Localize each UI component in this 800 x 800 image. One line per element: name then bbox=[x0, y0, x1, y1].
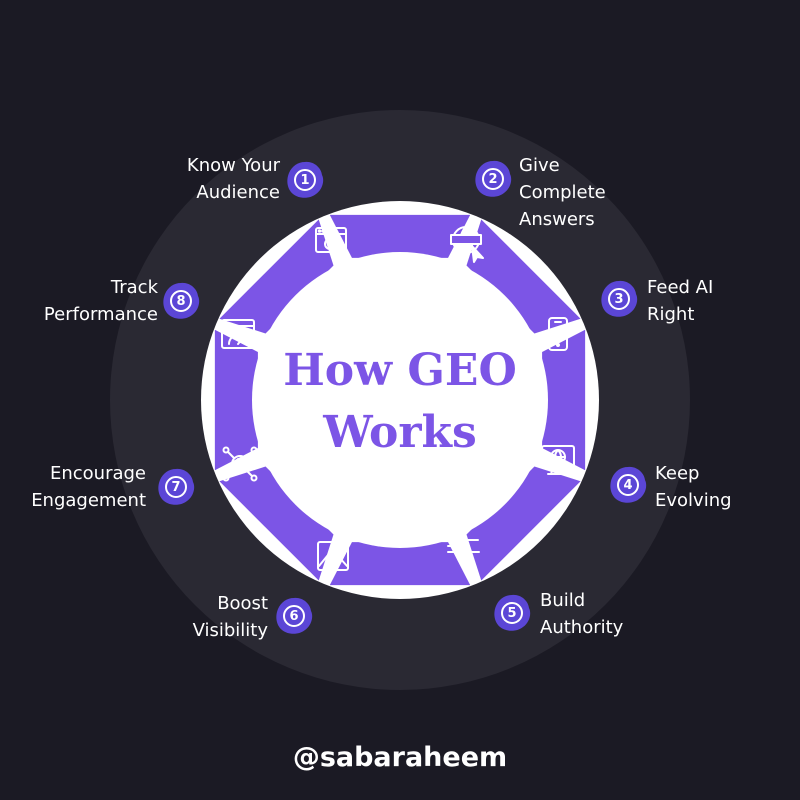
ring-segment-6 bbox=[219, 466, 334, 581]
keyword-search-icon bbox=[447, 539, 480, 567]
monitor-globe-icon bbox=[541, 445, 575, 475]
step-number-6: 6 bbox=[289, 608, 299, 624]
step-number-3: 3 bbox=[614, 291, 624, 307]
step-badge-4: 4 bbox=[606, 463, 650, 507]
ring-segment-1 bbox=[329, 214, 471, 258]
ring-segment-8 bbox=[219, 219, 334, 334]
step-badge-7: 7 bbox=[154, 465, 198, 509]
link-network-icon bbox=[222, 446, 258, 482]
image-icon bbox=[317, 541, 349, 571]
browser-search-icon bbox=[315, 227, 347, 255]
diagram-title: How GEO Works bbox=[250, 340, 550, 464]
step-badge-2: 2 bbox=[471, 157, 515, 201]
step-number-4: 4 bbox=[623, 477, 633, 493]
author-handle: @sabaraheem bbox=[292, 742, 508, 773]
step-badge-8: 8 bbox=[159, 279, 203, 323]
step-badge-6: 6 bbox=[272, 594, 316, 638]
browser-speedometer-icon bbox=[221, 319, 255, 349]
step-number-5: 5 bbox=[507, 605, 517, 621]
step-label-2: Give Complete Answers bbox=[519, 155, 606, 230]
ring-segment-7 bbox=[214, 329, 258, 471]
title-line-2: Works bbox=[323, 407, 477, 458]
step-label-3: Feed AI Right bbox=[647, 277, 714, 325]
step-label-1: Know Your Audience bbox=[186, 155, 280, 203]
step-label-8: Track Performance bbox=[43, 277, 158, 325]
ring-segment-2 bbox=[466, 219, 581, 334]
ring-segment-5 bbox=[329, 542, 471, 586]
step-number-8: 8 bbox=[176, 293, 186, 309]
step-label-7: Encourage Engagement bbox=[31, 463, 146, 511]
step-label-4: Keep Evolving bbox=[655, 463, 732, 511]
globe-www-cursor-icon bbox=[450, 226, 484, 263]
smartphone-icon bbox=[548, 317, 568, 351]
step-badge-3: 3 bbox=[597, 277, 641, 321]
step-number-1: 1 bbox=[300, 172, 310, 188]
step-number-7: 7 bbox=[171, 479, 181, 495]
step-label-5: Build Authority bbox=[540, 590, 624, 638]
step-badge-1: 1 bbox=[283, 158, 327, 202]
step-label-6: Boost Visibility bbox=[192, 593, 268, 641]
step-number-2: 2 bbox=[488, 171, 498, 187]
step-badge-5: 5 bbox=[490, 591, 534, 635]
ring-segment-3 bbox=[542, 329, 586, 471]
ring-segment-4 bbox=[466, 466, 581, 581]
title-line-1: How GEO bbox=[283, 345, 517, 396]
center-circle bbox=[252, 252, 548, 548]
